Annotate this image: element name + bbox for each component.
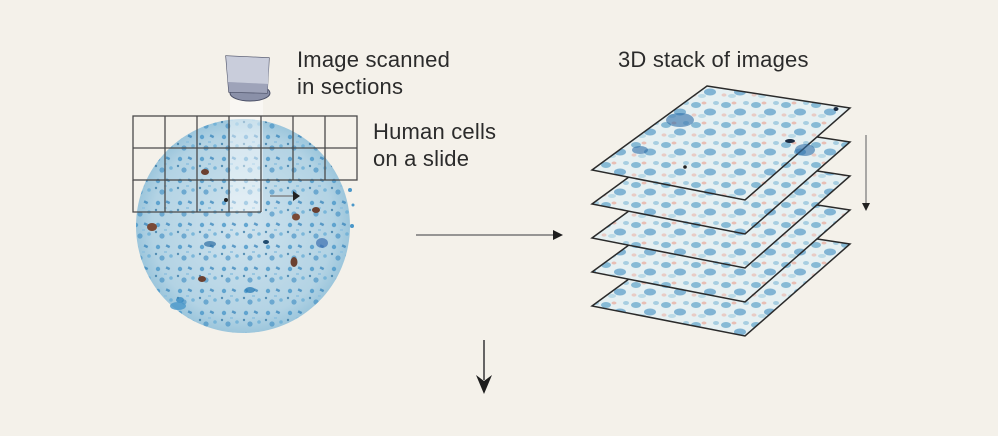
label-3d-stack: 3D stack of images bbox=[618, 46, 809, 73]
label-line: Human cells bbox=[373, 119, 497, 144]
stained-cells bbox=[147, 169, 328, 303]
scan-direction-arrow bbox=[270, 191, 300, 201]
label-image-scanned: Image scanned in sections bbox=[297, 46, 450, 100]
right-arrow bbox=[416, 230, 563, 240]
down-arrow-bottom bbox=[476, 340, 492, 394]
scanner-camera-icon bbox=[225, 55, 271, 102]
label-line: in sections bbox=[297, 74, 404, 99]
label-human-cells: Human cells on a slide bbox=[373, 118, 496, 172]
scanner-beam bbox=[230, 100, 263, 212]
label-line: Image scanned bbox=[297, 47, 451, 72]
scan-grid bbox=[132, 115, 358, 213]
down-arrow-stack bbox=[862, 135, 870, 211]
image-stack bbox=[590, 85, 852, 337]
cell-slide bbox=[136, 119, 355, 333]
label-line: 3D stack of images bbox=[618, 47, 809, 72]
label-line: on a slide bbox=[373, 146, 470, 171]
stack-layer-1 bbox=[590, 85, 852, 201]
